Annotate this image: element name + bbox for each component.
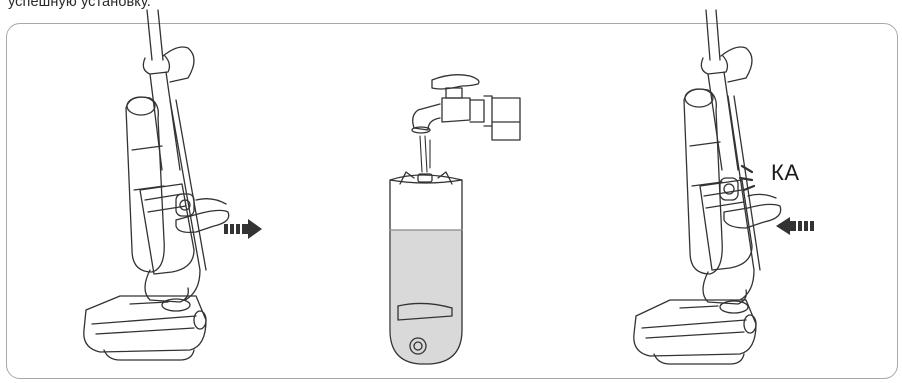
pull-arrow-icon bbox=[224, 219, 262, 239]
hand-top bbox=[163, 47, 194, 82]
hand-top-right bbox=[721, 47, 752, 82]
hand-pull bbox=[176, 210, 229, 232]
click-sound-label: КА bbox=[771, 160, 800, 186]
fill-tank-illustration bbox=[390, 75, 520, 364]
water-level bbox=[391, 230, 462, 364]
vacuum-install-tank-illustration bbox=[634, 10, 814, 364]
push-arrow-icon bbox=[776, 217, 814, 235]
vacuum-remove-tank-illustration bbox=[84, 10, 262, 360]
